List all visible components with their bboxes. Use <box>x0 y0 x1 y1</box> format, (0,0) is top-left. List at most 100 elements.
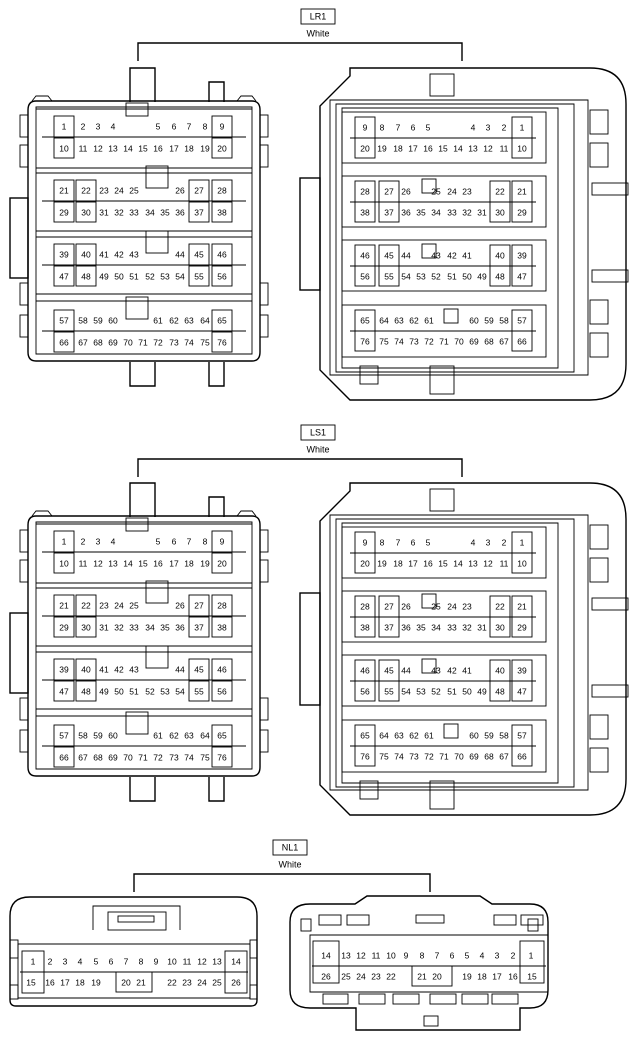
pin-number: 8 <box>420 950 425 960</box>
pin-number: 35 <box>416 207 426 217</box>
latch-tab <box>259 282 269 306</box>
pin-number: 16 <box>153 558 163 568</box>
pin-cell <box>188 658 210 681</box>
pin-cell <box>75 265 97 287</box>
pin-cell <box>354 137 376 159</box>
pin-cell <box>211 179 233 202</box>
pin-number: 44 <box>175 249 185 259</box>
pin-cell <box>354 265 376 287</box>
pin-number: 34 <box>431 622 441 632</box>
pin-number: 14 <box>453 558 463 568</box>
pin-cell <box>211 530 233 553</box>
pin-number: 4 <box>111 121 116 131</box>
pin-number: 47 <box>517 686 527 696</box>
pin-number: 3 <box>495 950 500 960</box>
pin-number: 30 <box>495 207 505 217</box>
pin-number: 69 <box>108 752 118 762</box>
pin-number: 22 <box>495 601 505 611</box>
pin-number: 9 <box>363 122 368 132</box>
pin-cell <box>53 309 75 332</box>
key-slot <box>359 365 379 385</box>
side-rail <box>591 269 629 283</box>
pin-cell <box>53 724 75 747</box>
pin-cell <box>354 745 376 767</box>
housing-outline <box>9 896 258 1007</box>
pin-number: 21 <box>59 600 69 610</box>
pin-number: 61 <box>153 730 163 740</box>
pin-number: 46 <box>217 664 227 674</box>
cavity-block <box>341 111 547 164</box>
pin-cell <box>211 331 233 353</box>
pin-number: 11 <box>79 143 88 153</box>
pin-number: 6 <box>172 536 177 546</box>
pin-number: 73 <box>169 337 179 347</box>
pin-number: 21 <box>136 977 146 987</box>
connector-color: White <box>278 859 301 869</box>
pin-number: 61 <box>424 730 434 740</box>
pin-number: 70 <box>454 751 464 761</box>
pin-number: 23 <box>99 185 109 195</box>
pin-cell <box>489 680 511 702</box>
pin-number: 36 <box>175 207 185 217</box>
housing-outline <box>92 905 181 930</box>
key-slot <box>429 365 455 395</box>
pin-number: 53 <box>160 271 170 281</box>
pin-number: 7 <box>187 121 192 131</box>
pin-number: 71 <box>439 336 449 346</box>
pin-number: 8 <box>380 537 385 547</box>
housing-outline <box>35 521 253 770</box>
pin-number: 74 <box>184 337 194 347</box>
latch-tab <box>9 984 19 1000</box>
pin-number: 18 <box>75 977 85 987</box>
pin-number: 69 <box>469 751 479 761</box>
pin-cell <box>511 680 533 702</box>
pin-number: 29 <box>59 622 69 632</box>
key-slot <box>421 658 437 674</box>
pin-number: 40 <box>495 250 505 260</box>
pin-number: 76 <box>217 752 227 762</box>
pin-number: 75 <box>200 752 210 762</box>
pin-number: 38 <box>360 207 370 217</box>
key-slot <box>423 1015 439 1027</box>
pin-number: 60 <box>108 315 118 325</box>
pin-number: 17 <box>408 558 418 568</box>
key-slot <box>415 914 445 924</box>
pin-cell <box>211 265 233 287</box>
pin-number: 54 <box>401 686 411 696</box>
pin-number: 8 <box>203 121 208 131</box>
pin-number: 9 <box>220 121 225 131</box>
pin-number: 68 <box>93 337 103 347</box>
bracket-line <box>137 42 463 61</box>
latch-tab <box>589 747 609 773</box>
pin-cell <box>188 243 210 266</box>
pin-number: 22 <box>495 186 505 196</box>
pin-number: 20 <box>217 143 227 153</box>
key-slot <box>358 993 386 1005</box>
latch-tab <box>19 529 29 553</box>
pin-number: 55 <box>384 686 394 696</box>
key-slot <box>493 914 517 926</box>
pin-cell <box>53 616 75 638</box>
pin-number: 31 <box>99 622 109 632</box>
pin-cell <box>53 115 75 138</box>
pin-number: 27 <box>194 185 204 195</box>
pin-number: 12 <box>93 143 103 153</box>
latch-tab <box>589 332 609 358</box>
pin-number: 54 <box>401 271 411 281</box>
pin-number: 57 <box>59 730 69 740</box>
pin-number: 26 <box>401 601 411 611</box>
pin-number: 75 <box>200 337 210 347</box>
pin-number: 49 <box>99 686 109 696</box>
pin-number: 60 <box>108 730 118 740</box>
key-slot <box>421 243 437 259</box>
pin-number: 66 <box>59 337 69 347</box>
pin-number: 15 <box>138 558 148 568</box>
key-slot <box>429 73 455 97</box>
pin-number: 64 <box>379 315 389 325</box>
pin-number: 22 <box>81 185 91 195</box>
cavity-block <box>341 719 547 773</box>
pin-number: 26 <box>231 977 241 987</box>
housing-outline <box>319 67 627 401</box>
